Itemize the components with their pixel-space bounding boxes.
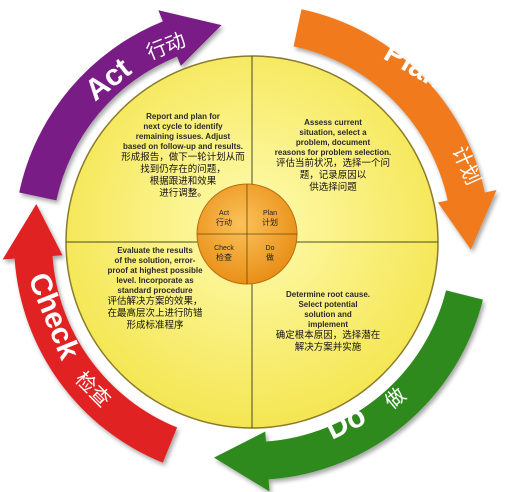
act-en-line: based on follow-up and results. bbox=[122, 142, 243, 151]
check-cn-line: 在最高层次上进行防错 bbox=[107, 308, 203, 319]
do-en-line: implement bbox=[307, 320, 348, 329]
center-check-label: Check 检查 bbox=[214, 245, 234, 262]
act-cn-line: 根据跟进和效果 bbox=[149, 176, 217, 187]
plan-en-line: problem, document bbox=[295, 138, 371, 147]
act-en-line: Report and plan for bbox=[146, 112, 220, 121]
check-en-line: proof at highest possible bbox=[107, 266, 203, 275]
act-arrow bbox=[19, 10, 222, 201]
act-cn-line: 找到仍存在的问题， bbox=[140, 164, 226, 175]
check-arrow bbox=[2, 203, 178, 463]
check-en-line: level. Incorporate as bbox=[116, 276, 194, 285]
do-quadrant-text: Determine root cause. Select potential s… bbox=[258, 290, 398, 354]
check-en-line: Evaluate the results bbox=[117, 246, 193, 255]
center-act-label: Act 行动 bbox=[216, 210, 232, 227]
plan-cn-line: 题，记录原因以 bbox=[299, 170, 367, 181]
act-cn-line: 形成报告，做下一轮计划从而 bbox=[121, 152, 245, 163]
check-en-line: of the solution, error- bbox=[114, 256, 196, 265]
do-cn-line: 解决方案并实施 bbox=[294, 342, 362, 353]
center-do-label: Do 做 bbox=[265, 245, 275, 262]
center-plan-label: Plan 计划 bbox=[262, 210, 278, 227]
act-en-line: remaining issues. Adjust bbox=[135, 132, 231, 141]
plan-en-line: situation, select a bbox=[299, 128, 367, 137]
do-arrow bbox=[213, 290, 483, 492]
check-cn-line: 形成标准程序 bbox=[126, 320, 184, 331]
plan-cn-line: 供选择问题 bbox=[309, 182, 357, 193]
act-en-line: next cycle to identify bbox=[143, 122, 223, 131]
check-cn-line: 评估解决方案的效果， bbox=[107, 296, 203, 307]
act-cn-line: 进行调整。 bbox=[159, 188, 207, 199]
plan-arrow bbox=[293, 9, 497, 250]
do-en-line: solution and bbox=[304, 310, 352, 319]
act-quadrant-text: Report and plan for next cycle to identi… bbox=[108, 112, 258, 200]
plan-en-line: reasons for problem selection. bbox=[274, 148, 392, 157]
plan-quadrant-text: Assess current situation, select a probl… bbox=[258, 118, 408, 194]
check-quadrant-text: Evaluate the results of the solution, er… bbox=[80, 246, 230, 332]
plan-en-line: Assess current bbox=[304, 118, 362, 127]
do-en-line: Determine root cause. bbox=[285, 290, 371, 299]
do-cn-line: 确定根本原因，选择潜在 bbox=[275, 330, 381, 341]
check-en-line: standard procedure bbox=[117, 286, 193, 295]
plan-cn-line: 评估当前状况，选择一个问 bbox=[275, 158, 390, 169]
do-en-line: Select potential bbox=[298, 300, 358, 309]
